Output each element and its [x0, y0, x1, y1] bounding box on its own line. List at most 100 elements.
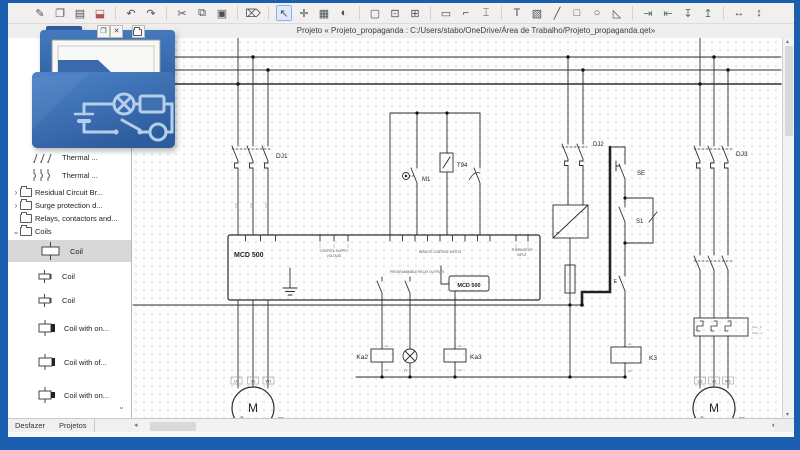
remove-column-icon[interactable]: ⇤	[663, 7, 673, 20]
motor-left[interactable]	[230, 299, 275, 418]
tab-projetos[interactable]: Projetos	[52, 419, 95, 433]
add-rectangle-icon[interactable]: □	[573, 7, 581, 19]
canvas-vertical-scrollbar[interactable]: ▴ ▾	[782, 38, 795, 418]
sidebar-item-label: Coil	[62, 295, 75, 305]
toolbar-separator	[115, 6, 116, 20]
vertical-scroll-thumb[interactable]	[785, 46, 793, 136]
motor-right[interactable]	[692, 376, 736, 418]
canvas-horizontal-scrollbar[interactable]: ◂ ▸	[132, 420, 778, 432]
sidebar-item-coil-off[interactable]: Coil with of...	[8, 354, 131, 370]
open-project-icon[interactable]: ❐	[55, 7, 65, 20]
copy-icon[interactable]: ⧉	[198, 6, 206, 19]
panel-scroll-down-icon[interactable]: ⌄	[118, 402, 125, 411]
coil-k3[interactable]	[610, 346, 642, 378]
contact-e[interactable]	[618, 242, 626, 348]
ka3-pin-a1: A1	[458, 344, 462, 348]
coil-latch-on-icon	[38, 387, 55, 403]
add-dynamic-text-icon[interactable]: ⌶	[482, 6, 490, 19]
thick-conductor[interactable]	[580, 145, 626, 307]
sidebar-item-label: Coil with on...	[64, 390, 110, 400]
undo-icon[interactable]: ↶	[126, 7, 136, 20]
add-line-icon[interactable]: ╱	[553, 7, 561, 20]
folder-icon	[133, 27, 142, 36]
add-image-icon[interactable]: ▧	[531, 7, 543, 20]
k3-pin-a1: A1	[628, 342, 632, 346]
sidebar-item-relays[interactable]: Relays, contactors and...	[8, 210, 131, 226]
redo-icon[interactable]: ↷	[146, 7, 156, 20]
add-text-icon[interactable]: T	[513, 7, 521, 19]
add-conductor-icon[interactable]: ⌐	[462, 7, 470, 19]
new-document-icon[interactable]: ✎	[35, 7, 45, 20]
add-ellipse-icon[interactable]: ○	[593, 7, 601, 19]
zoom-window-icon[interactable]: ⊞	[410, 7, 420, 20]
sidebar-item-coil-selected[interactable]: Coil	[8, 240, 131, 262]
toolbar-separator	[501, 6, 502, 20]
add-polygon-icon[interactable]: ◺	[612, 7, 622, 20]
project-folder-icon[interactable]	[132, 25, 145, 38]
sidebar-item-coils[interactable]: ⌄ Coils	[8, 223, 131, 239]
delete-icon[interactable]: ⌦	[245, 7, 261, 20]
sidebar-item-residual[interactable]: › Residual Circuit Br...	[8, 184, 131, 200]
thermal-overload[interactable]	[693, 317, 749, 389]
coil-icon	[41, 242, 60, 260]
sidebar-item-thermal-2[interactable]: Thermal ...	[8, 167, 131, 183]
contactor-poles[interactable]	[693, 255, 733, 319]
breaker-dj1[interactable]	[231, 38, 273, 236]
terminal-v1: V1	[251, 379, 257, 384]
toolbar-separator	[237, 6, 238, 20]
close-window-icon[interactable]: ✕	[110, 25, 123, 38]
chevron-down-icon[interactable]: ⌄	[12, 226, 20, 236]
scroll-up-icon[interactable]: ▴	[786, 39, 790, 45]
select-tool-icon[interactable]: ↖	[276, 5, 292, 21]
mask-toggle-icon[interactable]: ◐	[340, 7, 348, 19]
pan-tool-icon[interactable]: ✛	[299, 7, 309, 20]
power-supply-unit[interactable]	[552, 204, 589, 378]
control-subcircuit[interactable]	[389, 112, 481, 236]
sidebar-item-surge[interactable]: › Surge protection d...	[8, 197, 131, 213]
cut-icon[interactable]: ✂	[177, 7, 187, 20]
schematic-drawing[interactable]: DJ1 DJ2 DJ3 M1 T94 SE S1 E K3 Ka2 Ka3 MC…	[132, 38, 782, 418]
horizontal-scroll-thumb[interactable]	[150, 422, 196, 431]
breaker-dj3[interactable]	[693, 38, 733, 256]
supply-bus-lines[interactable]	[132, 56, 782, 85]
zoom-fit-icon[interactable]: ⊡	[390, 7, 400, 20]
sidebar-item-label: Residual Circuit Br...	[35, 187, 103, 197]
scroll-left-icon[interactable]: ◂	[134, 422, 138, 429]
breaker-dj2[interactable]	[561, 56, 588, 206]
add-row-icon[interactable]: ↧	[683, 7, 693, 20]
sidebar-item-coil-2[interactable]: Coil	[8, 268, 131, 284]
ka2-label: Ka2	[356, 354, 368, 361]
sidebar-item-thermal-1[interactable]: Thermal ...	[8, 149, 131, 165]
sidebar-item-coil-on-1[interactable]: Coil with on...	[8, 320, 131, 336]
print-icon[interactable]: ▤	[74, 7, 86, 20]
fit-width-icon[interactable]: ↔	[733, 7, 745, 19]
tab-desfazer[interactable]: Desfazer	[8, 419, 54, 433]
area-select-icon[interactable]: ▢	[369, 7, 381, 20]
e-label: E	[614, 279, 618, 285]
sidebar-item-label: Thermal ...	[62, 170, 98, 180]
add-column-icon[interactable]: ⇥	[643, 7, 653, 20]
fit-height-icon[interactable]: ↕	[756, 7, 762, 19]
sidebar-item-coil-on-2[interactable]: Coil with on...	[8, 387, 131, 403]
sidebar-item-coil-3[interactable]: Coil	[8, 292, 131, 308]
coil-latch-on-icon	[38, 320, 55, 336]
chevron-right-icon[interactable]: ›	[14, 200, 18, 210]
remove-row-icon[interactable]: ↥	[703, 7, 713, 20]
thermal-breaker-icon	[33, 153, 52, 164]
chevron-right-icon[interactable]: ›	[14, 187, 18, 197]
emergency-stop-se[interactable]	[615, 146, 626, 199]
schematic-canvas[interactable]	[132, 38, 782, 418]
coil-ka3[interactable]	[443, 299, 467, 378]
add-terminal-icon[interactable]: ▭	[440, 7, 452, 20]
mcd500-block[interactable]	[227, 234, 541, 301]
save-icon[interactable]: ⬓	[94, 7, 106, 20]
restore-window-icon[interactable]: ❐	[97, 25, 110, 38]
paste-icon[interactable]: ▣	[216, 7, 228, 20]
toolbar-separator	[166, 6, 167, 20]
pilot-lamp[interactable]	[402, 299, 418, 378]
sidebar-item-label: Coil	[62, 271, 75, 281]
coil-ka2[interactable]	[370, 299, 394, 378]
scroll-down-icon[interactable]: ▾	[786, 412, 790, 418]
sidebar-item-label: Surge protection d...	[35, 200, 103, 210]
grid-toggle-icon[interactable]: ▦	[318, 7, 330, 20]
